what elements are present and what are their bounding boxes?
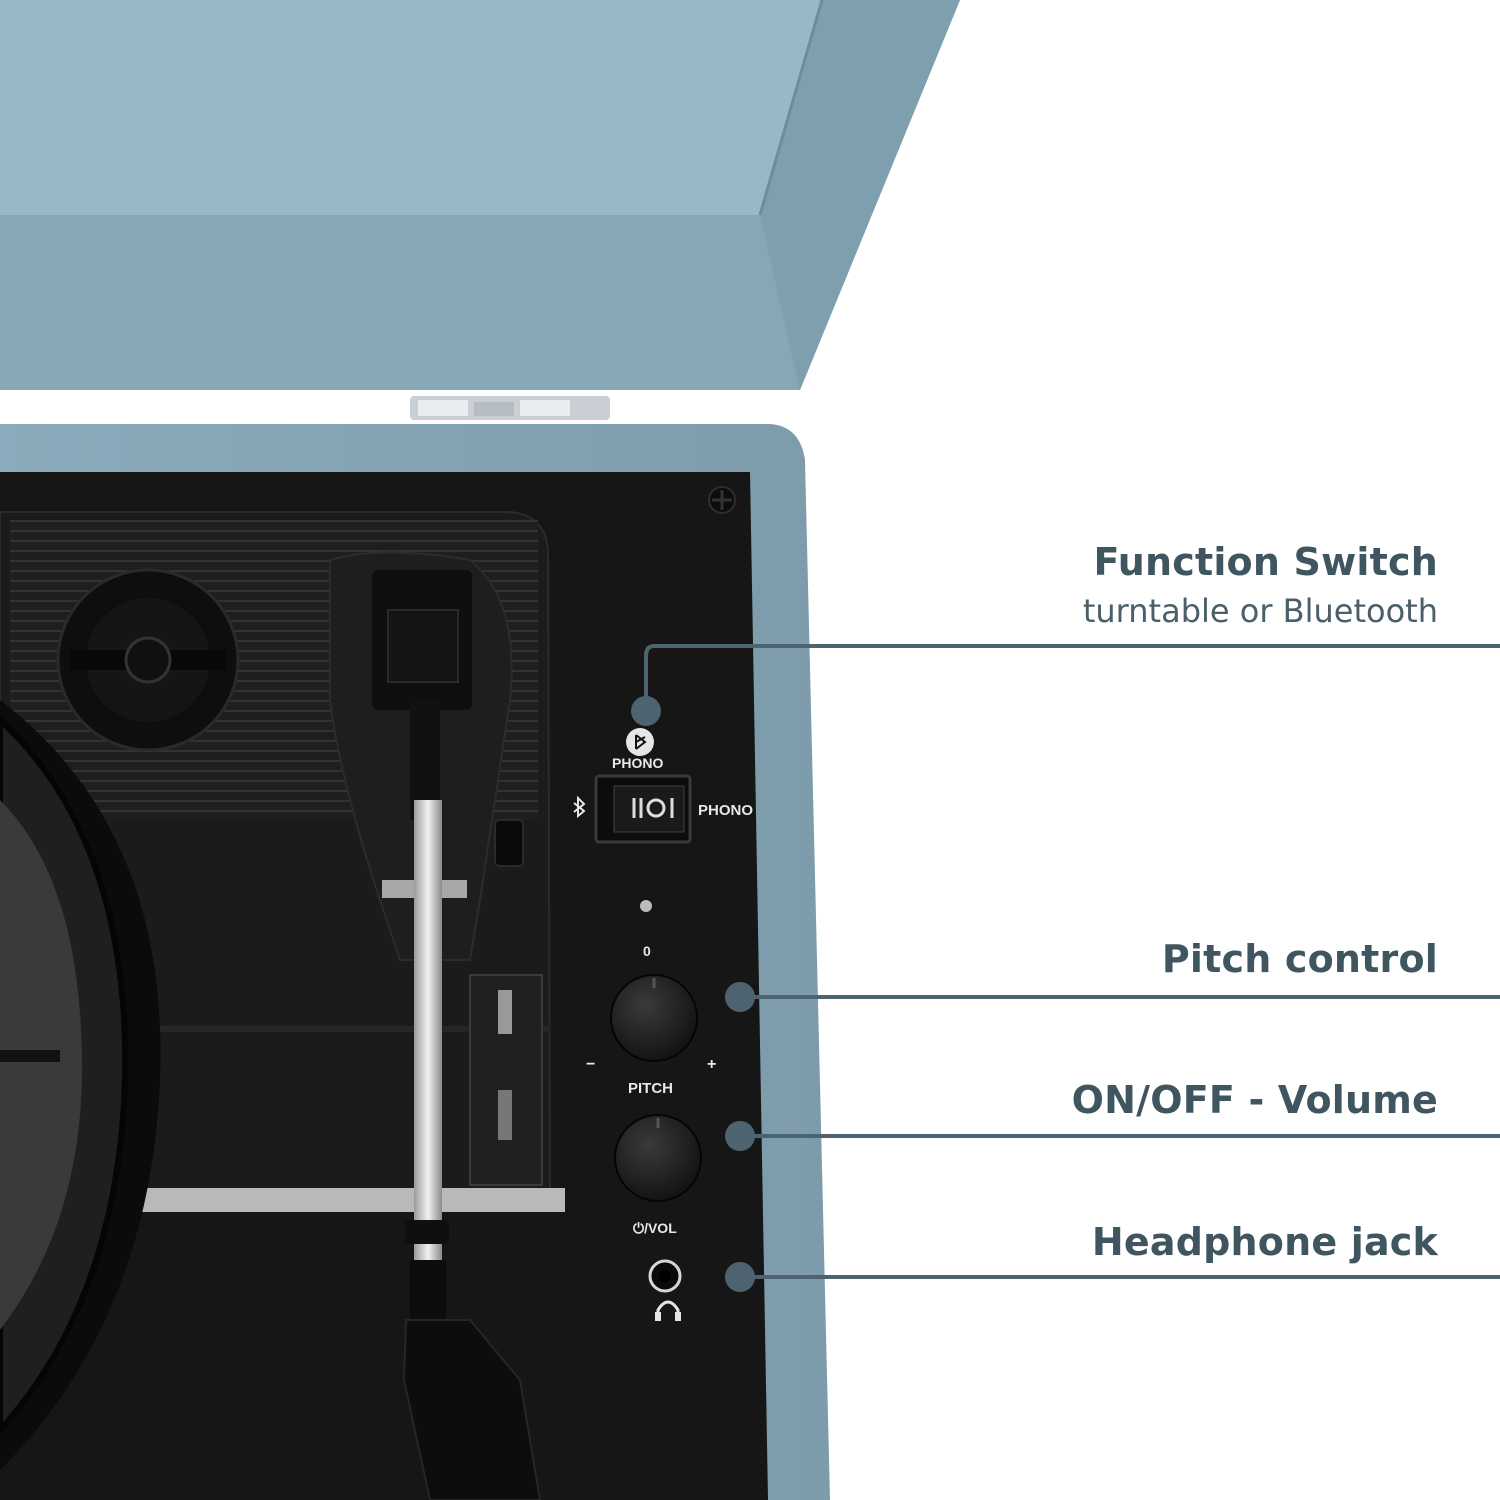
pitch-label: PITCH	[628, 1080, 673, 1097]
status-led	[640, 900, 652, 912]
volume-knob[interactable]	[614, 1114, 702, 1202]
pitch-control-title: Pitch control	[1161, 937, 1438, 981]
function-switch-title: Function Switch	[1093, 540, 1438, 584]
screw-icon	[708, 486, 736, 514]
headphone-icon	[655, 1300, 681, 1321]
function-switch-group	[573, 728, 692, 844]
callout-headphone-line	[725, 1262, 1500, 1292]
callout-pitch-line	[725, 982, 1500, 1012]
lid	[0, 0, 960, 390]
record-adapter	[56, 568, 240, 752]
hinge	[410, 396, 610, 420]
pitch-plus-label: +	[707, 1056, 717, 1073]
volume-title: ON/OFF - Volume	[1071, 1078, 1438, 1122]
pitch-minus-label: −	[586, 1056, 596, 1073]
volume-label: ⏻/VOL	[633, 1220, 677, 1236]
callout-volume-line	[725, 1121, 1500, 1151]
pitch-knob[interactable]	[610, 974, 698, 1062]
headphone-jack-title: Headphone jack	[1091, 1220, 1438, 1264]
headphone-jack[interactable]	[648, 1259, 682, 1293]
speed-selector	[469, 819, 543, 1186]
tonearm	[329, 551, 542, 1500]
bluetooth-icon	[573, 795, 586, 819]
callout-function-switch-line	[631, 644, 1500, 726]
platter	[0, 700, 161, 1470]
function-switch-subtitle: turntable or Bluetooth	[1082, 592, 1438, 630]
switch-top-label: PHONO	[612, 755, 664, 771]
switch-right-label: PHONO	[698, 802, 754, 819]
pitch-zero-label: 0	[643, 943, 651, 959]
